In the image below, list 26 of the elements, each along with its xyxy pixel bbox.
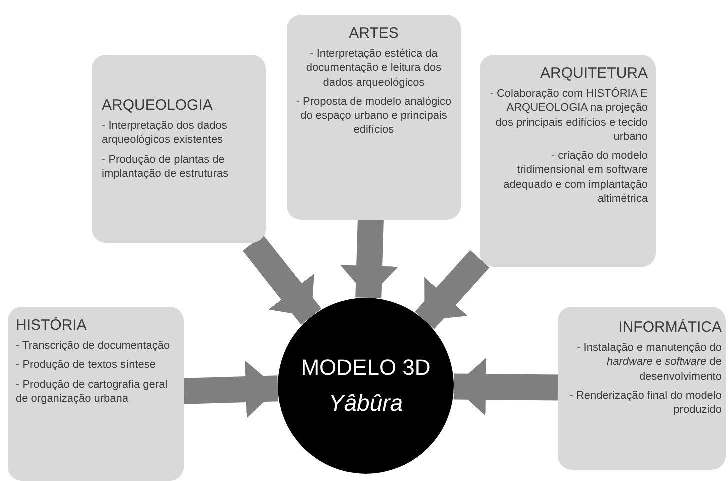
discipline-card (287, 15, 461, 220)
card-item: - Produção de textos síntese (16, 358, 158, 373)
card-heading: ARQUEOLOGIA (102, 97, 214, 114)
discipline-card (92, 55, 266, 243)
block-arrow (184, 360, 278, 419)
discipline-card (558, 307, 726, 470)
card-heading: ARTES (348, 25, 400, 42)
card-item: - Produção de plantas de implantação de estruturas (102, 152, 230, 182)
center-title: MODELO 3D (301, 354, 431, 382)
card-item: - Renderização final do modelo produzido (568, 388, 722, 418)
discipline-card (8, 307, 184, 481)
block-arrow (415, 250, 490, 330)
card-item: - Interpretação estética da documentação e leitura dos dados arqueológicos (305, 47, 443, 90)
card-heading: HISTÓRIA (16, 317, 88, 334)
card-item: - Produção de cartografia geral de organização urbana (16, 378, 169, 406)
card-item: - Proposta de modelo analógico do espaço urbano e principais edifícios (295, 94, 453, 138)
card-heading: ARQUITETURA (539, 65, 648, 82)
card-item: - Colaboração com HISTÓRIA E ARQUEOLOGIA na projeção dos principais edifícios e tecido urbano (489, 87, 648, 144)
card-heading: INFORMÁTICA (618, 319, 722, 336)
card-item: - Transcrição de documentação (16, 339, 172, 354)
center-subtitle: Yâbûra (328, 389, 404, 418)
block-arrow (242, 234, 322, 325)
discipline-card (480, 55, 656, 267)
card-item: - Instalação e manutenção do hardware e software de desenvolvimento (576, 341, 722, 384)
card-item: - criação do modelo tridimensional em software adequado e com implantação altimétrica (502, 149, 648, 206)
card-item: - Interpretação dos dados arqueológicos existentes (102, 119, 228, 148)
